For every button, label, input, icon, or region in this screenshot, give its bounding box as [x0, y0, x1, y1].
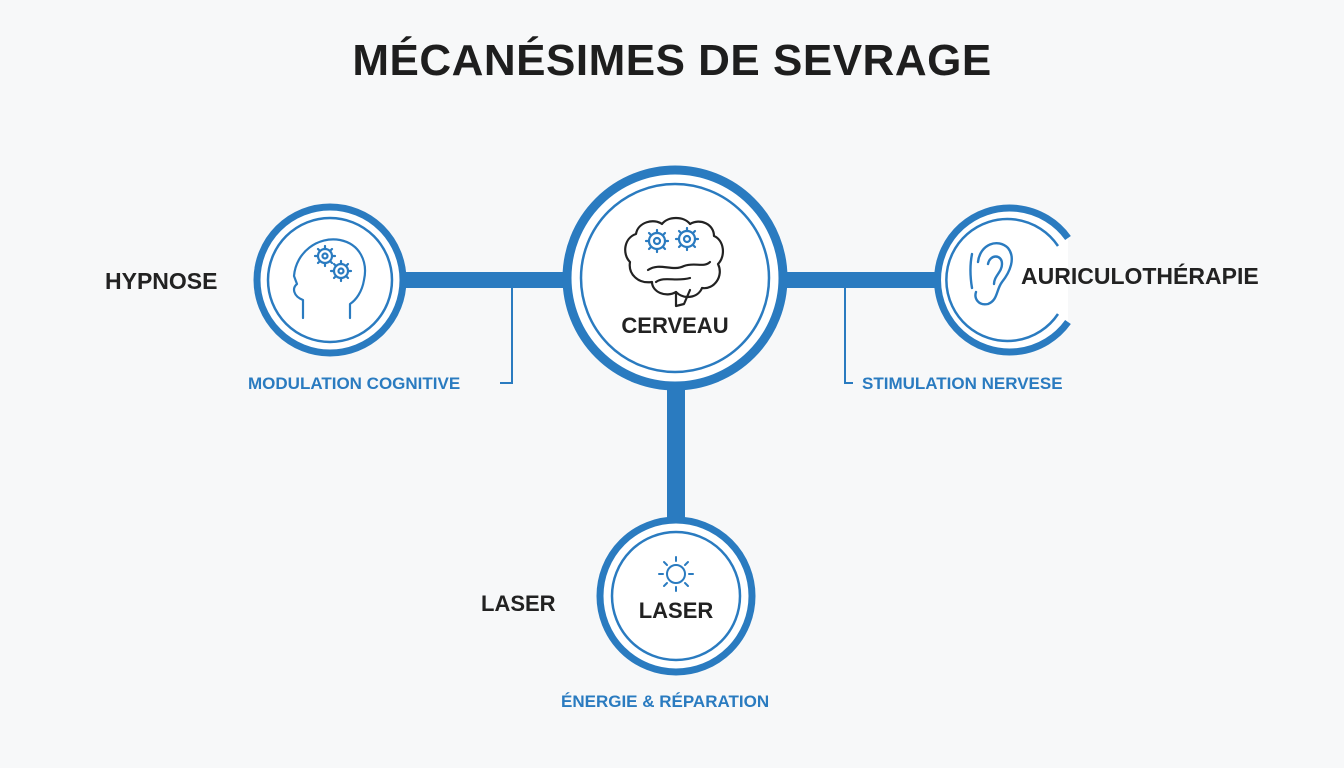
connectors: [405, 272, 935, 522]
bracket-hypnose: [500, 288, 513, 384]
node-center: [562, 165, 788, 391]
connector-auriculo: [785, 272, 935, 288]
sun-icon: [658, 556, 694, 592]
node-hypnose: [253, 203, 407, 357]
brain-gears-icon: [624, 216, 724, 308]
sublabel-laser: ÉNERGIE & RÉPARATION: [561, 692, 770, 711]
gear-icons: [644, 226, 700, 254]
label-auriculo: AURICULOTHÉRAPIE: [1021, 263, 1259, 289]
label-laser-inside: LASER: [638, 598, 714, 623]
node-laser: [596, 516, 756, 676]
node-auriculo: [934, 204, 1071, 356]
connector-hypnose: [405, 272, 565, 288]
connector-laser: [667, 390, 685, 522]
label-center: CERVEAU: [621, 313, 729, 338]
sublabel-auriculo: STIMULATION NERVESE: [862, 374, 1063, 393]
bracket-auriculo: [844, 288, 853, 384]
diagram-title: MÉCANÉSIMES DE SEVRAGE: [352, 36, 992, 85]
ear-icon: [969, 242, 1013, 306]
sublabel-hypnose: MODULATION COGNITIVE: [248, 374, 461, 393]
label-laser-outside: LASER: [481, 591, 556, 616]
label-hypnose: HYPNOSE: [105, 268, 218, 294]
head-gears-icon: [292, 238, 367, 320]
